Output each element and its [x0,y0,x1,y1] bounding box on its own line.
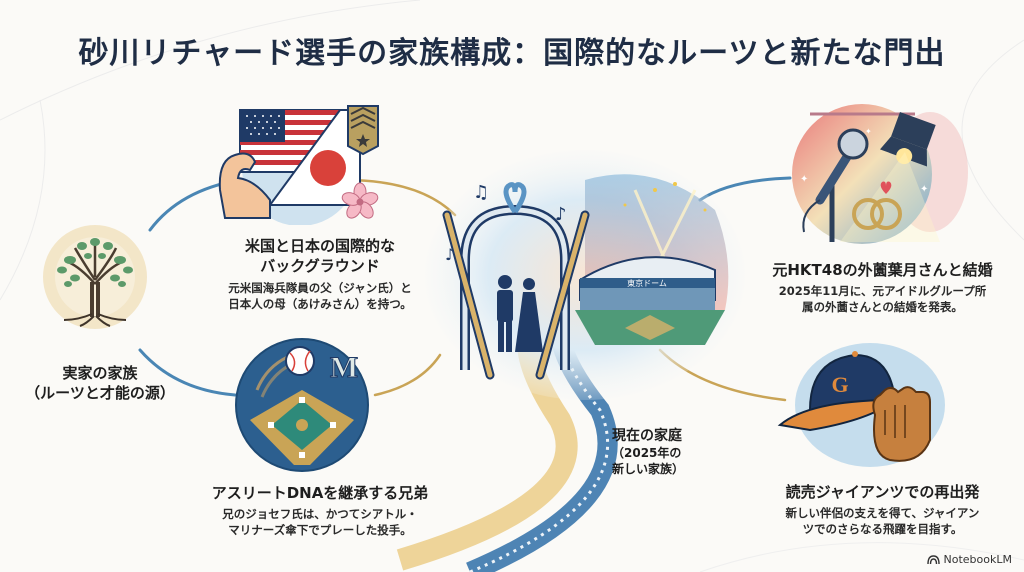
current-family-line3: 新しい家族） [612,462,685,476]
marriage-label: 元HKT48の外薗葉月さんと結婚 2025年11月に、元アイドルグループ所 属の… [745,260,1020,315]
background-title-line1: 米国と日本の国際的な [244,237,395,255]
background-body-line1: 元米国海兵隊員の父（ジャン氏）と [228,281,412,295]
marriage-title: 元HKT48の外薗葉月さんと結婚 [772,261,993,279]
background-body-line2: 日本人の母（あけみさん）を持つ。 [228,297,412,311]
current-family-line1: 現在の家庭 [612,428,682,444]
svg-text:♪: ♪ [555,204,567,225]
marriage-body-line2: 属の外薗さんとの結婚を発表。 [802,300,963,314]
giants-label: 読売ジャイアンツでの再出発 新しい伴侶の支えを得て、ジャイアン ツでのさらなる飛… [745,482,1020,537]
page-title: 砂川リチャード選手の家族構成：国際的なルーツと新たな門出 [78,36,946,71]
brother-label: アスリートDNAを継承する兄弟 兄のジョセフ氏は、かつてシアトル・ マリナーズ傘… [180,483,460,538]
brother-title: アスリートDNAを継承する兄弟 [211,484,429,502]
giants-cap-glove-icon: G [770,330,955,475]
giants-body-line2: ツでのさらなる飛躍を目指す。 [802,522,963,536]
marriage-body-line1: 2025年11月に、元アイドルグループ所 [778,284,987,298]
current-family-label: 現在の家庭 （2025年の 新しい家族） [612,428,702,477]
brand-label: NotebookLM [943,553,1012,566]
svg-text:✦: ✦ [920,184,928,195]
svg-text:M: M [330,351,358,384]
background-title-line2: バックグラウンド [260,257,380,275]
roots-title-line1: 実家の家族 [62,364,138,382]
current-family-line2: （2025年の [612,446,682,460]
wedding-tokyo-dome-illustration: 東京ドーム ♫ ♪ ♪ [425,150,745,400]
svg-text:✦: ✦ [800,174,808,185]
svg-text:G: G [831,372,848,397]
baseball-diamond-mariners-icon: M [232,335,372,475]
svg-text:♪: ♪ [445,245,455,264]
brother-body-line1: 兄のジョセフ氏は、かつてシアトル・ [222,507,418,521]
svg-text:✦: ✦ [865,127,872,136]
notebooklm-logo-icon [926,554,940,564]
roots-label: 実家の家族 （ルーツと才能の源） [10,363,190,403]
brother-body-line2: マリナーズ傘下でプレーした投手。 [228,523,412,537]
roots-title-line2: （ルーツと才能の源） [25,384,175,402]
stadium-sign: 東京ドーム [627,278,667,288]
microphone-rings-icon: ✦ ✦ ✦ [780,92,970,247]
giants-title: 読売ジャイアンツでの再出発 [785,483,980,501]
us-japan-flags-icon [210,100,385,225]
notebooklm-brand: NotebookLM [926,553,1012,566]
tree-of-life-icon [40,222,150,332]
background-label: 米国と日本の国際的な バックグラウンド 元米国海兵隊員の父（ジャン氏）と 日本人… [180,236,460,312]
giants-body-line1: 新しい伴侶の支えを得て、ジャイアン [785,506,980,520]
svg-text:♫: ♫ [473,182,489,203]
